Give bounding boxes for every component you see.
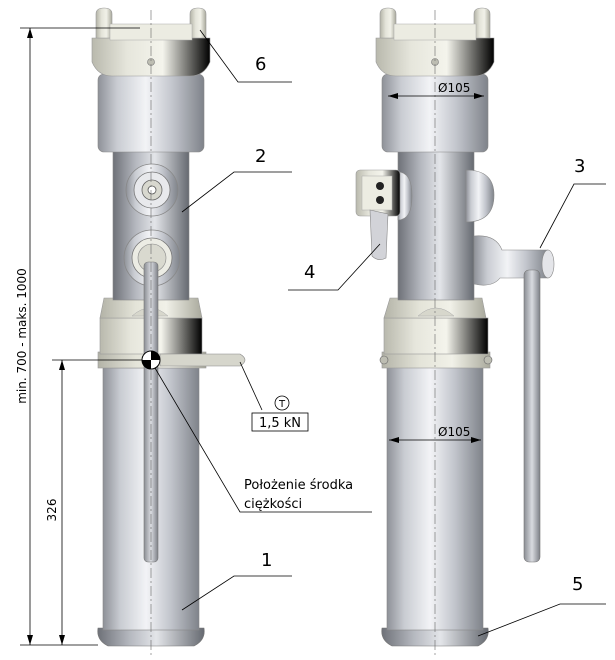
callout-2: 2 xyxy=(181,146,292,213)
load-symbol-circle xyxy=(274,395,290,411)
load-annotation: T 1,5 kN xyxy=(239,361,309,432)
callout-1-number: 1 xyxy=(261,550,272,571)
diameter-top-label: Ø105 xyxy=(438,81,470,95)
dimension-diameter-bottom: Ø105 xyxy=(389,425,481,443)
callout-1: 1 xyxy=(181,550,292,611)
callout-2-number: 2 xyxy=(255,146,266,167)
right-clamp-band xyxy=(381,351,491,369)
left-view xyxy=(91,7,246,655)
callout-5-number: 5 xyxy=(572,574,583,595)
load-value-box xyxy=(251,412,309,432)
callout-5: 5 xyxy=(477,574,606,637)
cog-height-label: 326 xyxy=(45,499,59,522)
dimension-diameter-top: Ø105 xyxy=(388,81,484,99)
load-symbol: T xyxy=(278,399,286,410)
left-head xyxy=(91,37,211,77)
callout-6-number: 6 xyxy=(255,54,266,75)
right-valve-block xyxy=(355,169,413,260)
right-inner-tube xyxy=(397,149,475,301)
load-value: 1,5 kN xyxy=(259,416,301,431)
center-of-gravity-marker xyxy=(141,350,161,370)
right-mid-housing xyxy=(383,317,489,355)
right-head xyxy=(375,37,495,77)
right-elbow-handle xyxy=(473,235,555,563)
callout-3: 3 xyxy=(539,156,606,249)
left-side-pin xyxy=(159,353,246,367)
callout-4-number: 4 xyxy=(304,262,315,283)
dimension-cog-height: 326 xyxy=(45,359,142,645)
right-view xyxy=(355,7,555,655)
cog-label-line1: Położenie środka xyxy=(244,478,353,493)
overall-height-label: min. 700 - maks. 1000 xyxy=(15,268,29,404)
callout-6: 6 xyxy=(199,29,292,83)
dimension-overall: min. 700 - maks. 1000 xyxy=(15,27,140,646)
diameter-bottom-label: Ø105 xyxy=(438,425,470,439)
callout-3-number: 3 xyxy=(574,156,585,177)
cog-annotation: Położenie środka ciężkości xyxy=(154,367,372,513)
callout-4: 4 xyxy=(288,243,381,291)
cog-label-line2: ciężkości xyxy=(244,497,302,512)
